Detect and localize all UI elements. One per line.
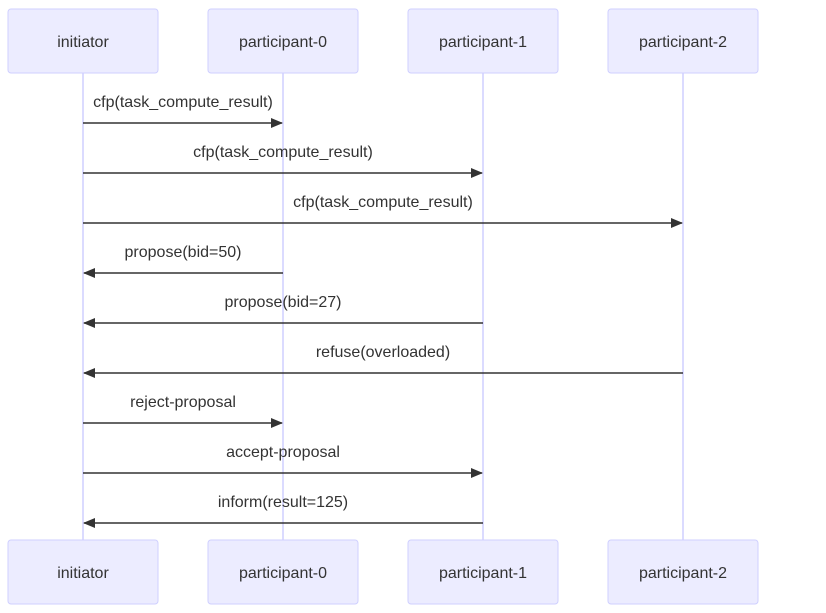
message-label: refuse(overloaded) — [316, 344, 450, 361]
actor-p2-top: participant-2 — [607, 8, 759, 74]
actor-p0-bottom: participant-0 — [207, 539, 359, 605]
actor-box — [607, 8, 759, 74]
message-1: cfp(task_compute_result) — [83, 94, 283, 128]
actor-label: participant-1 — [439, 34, 527, 51]
actor-box — [607, 539, 759, 605]
actor-p2-bottom: participant-2 — [607, 539, 759, 605]
message-3: cfp(task_compute_result) — [83, 194, 683, 228]
actor-label: participant-1 — [439, 565, 527, 582]
actor-initiator-bottom: initiator — [7, 539, 159, 605]
actor-initiator-top: initiator — [7, 8, 159, 74]
actor-label: initiator — [57, 565, 109, 582]
message-6: refuse(overloaded) — [83, 344, 683, 378]
actor-p1-bottom: participant-1 — [407, 539, 559, 605]
message-label: propose(bid=50) — [125, 244, 242, 261]
actor-p1-top: participant-1 — [407, 8, 559, 74]
message-2: cfp(task_compute_result) — [83, 144, 483, 178]
actor-label: initiator — [57, 34, 109, 51]
message-8: accept-proposal — [83, 444, 483, 478]
message-label: accept-proposal — [226, 444, 340, 461]
actor-box — [207, 8, 359, 74]
actor-label: participant-2 — [639, 565, 727, 582]
actor-box — [407, 539, 559, 605]
message-9: inform(result=125) — [83, 494, 483, 528]
actor-box — [7, 8, 159, 74]
message-label: propose(bid=27) — [225, 294, 342, 311]
message-7: reject-proposal — [83, 394, 283, 428]
message-label: inform(result=125) — [218, 494, 348, 511]
actor-box — [407, 8, 559, 74]
actor-box — [7, 539, 159, 605]
actor-p0-top: participant-0 — [207, 8, 359, 74]
actor-label: participant-2 — [639, 34, 727, 51]
message-label: cfp(task_compute_result) — [193, 144, 373, 161]
message-label: reject-proposal — [130, 394, 236, 411]
message-5: propose(bid=27) — [83, 294, 483, 328]
message-4: propose(bid=50) — [83, 244, 283, 278]
message-label: cfp(task_compute_result) — [293, 194, 473, 211]
actor-label: participant-0 — [239, 565, 327, 582]
message-label: cfp(task_compute_result) — [93, 94, 273, 111]
actor-label: participant-0 — [239, 34, 327, 51]
actor-box — [207, 539, 359, 605]
